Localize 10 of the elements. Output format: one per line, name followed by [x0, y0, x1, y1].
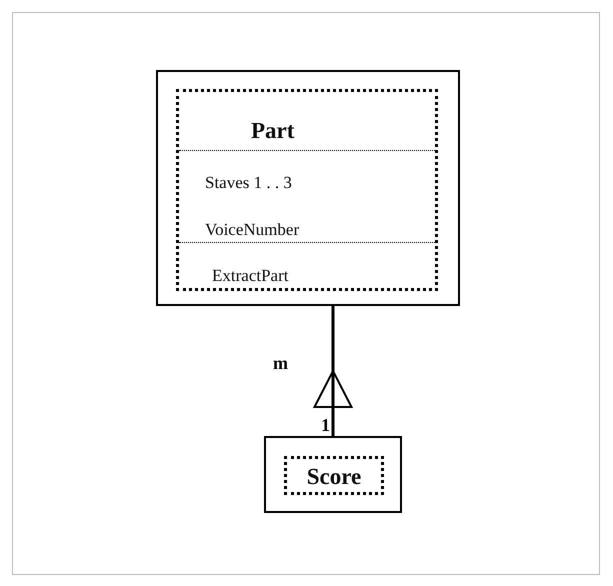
class-name: Score — [306, 465, 362, 488]
class-box — [264, 436, 402, 513]
association-line — [314, 306, 352, 436]
multiplicity-label: 1 — [321, 416, 330, 434]
class-operation: ExtractPart — [212, 267, 288, 284]
class-attribute: Staves 1 . . 3 — [205, 174, 292, 191]
multiplicity-label: m — [273, 354, 288, 372]
class-box — [156, 70, 460, 306]
class-attribute: VoiceNumber — [205, 221, 300, 238]
class-name: Part — [251, 119, 294, 142]
